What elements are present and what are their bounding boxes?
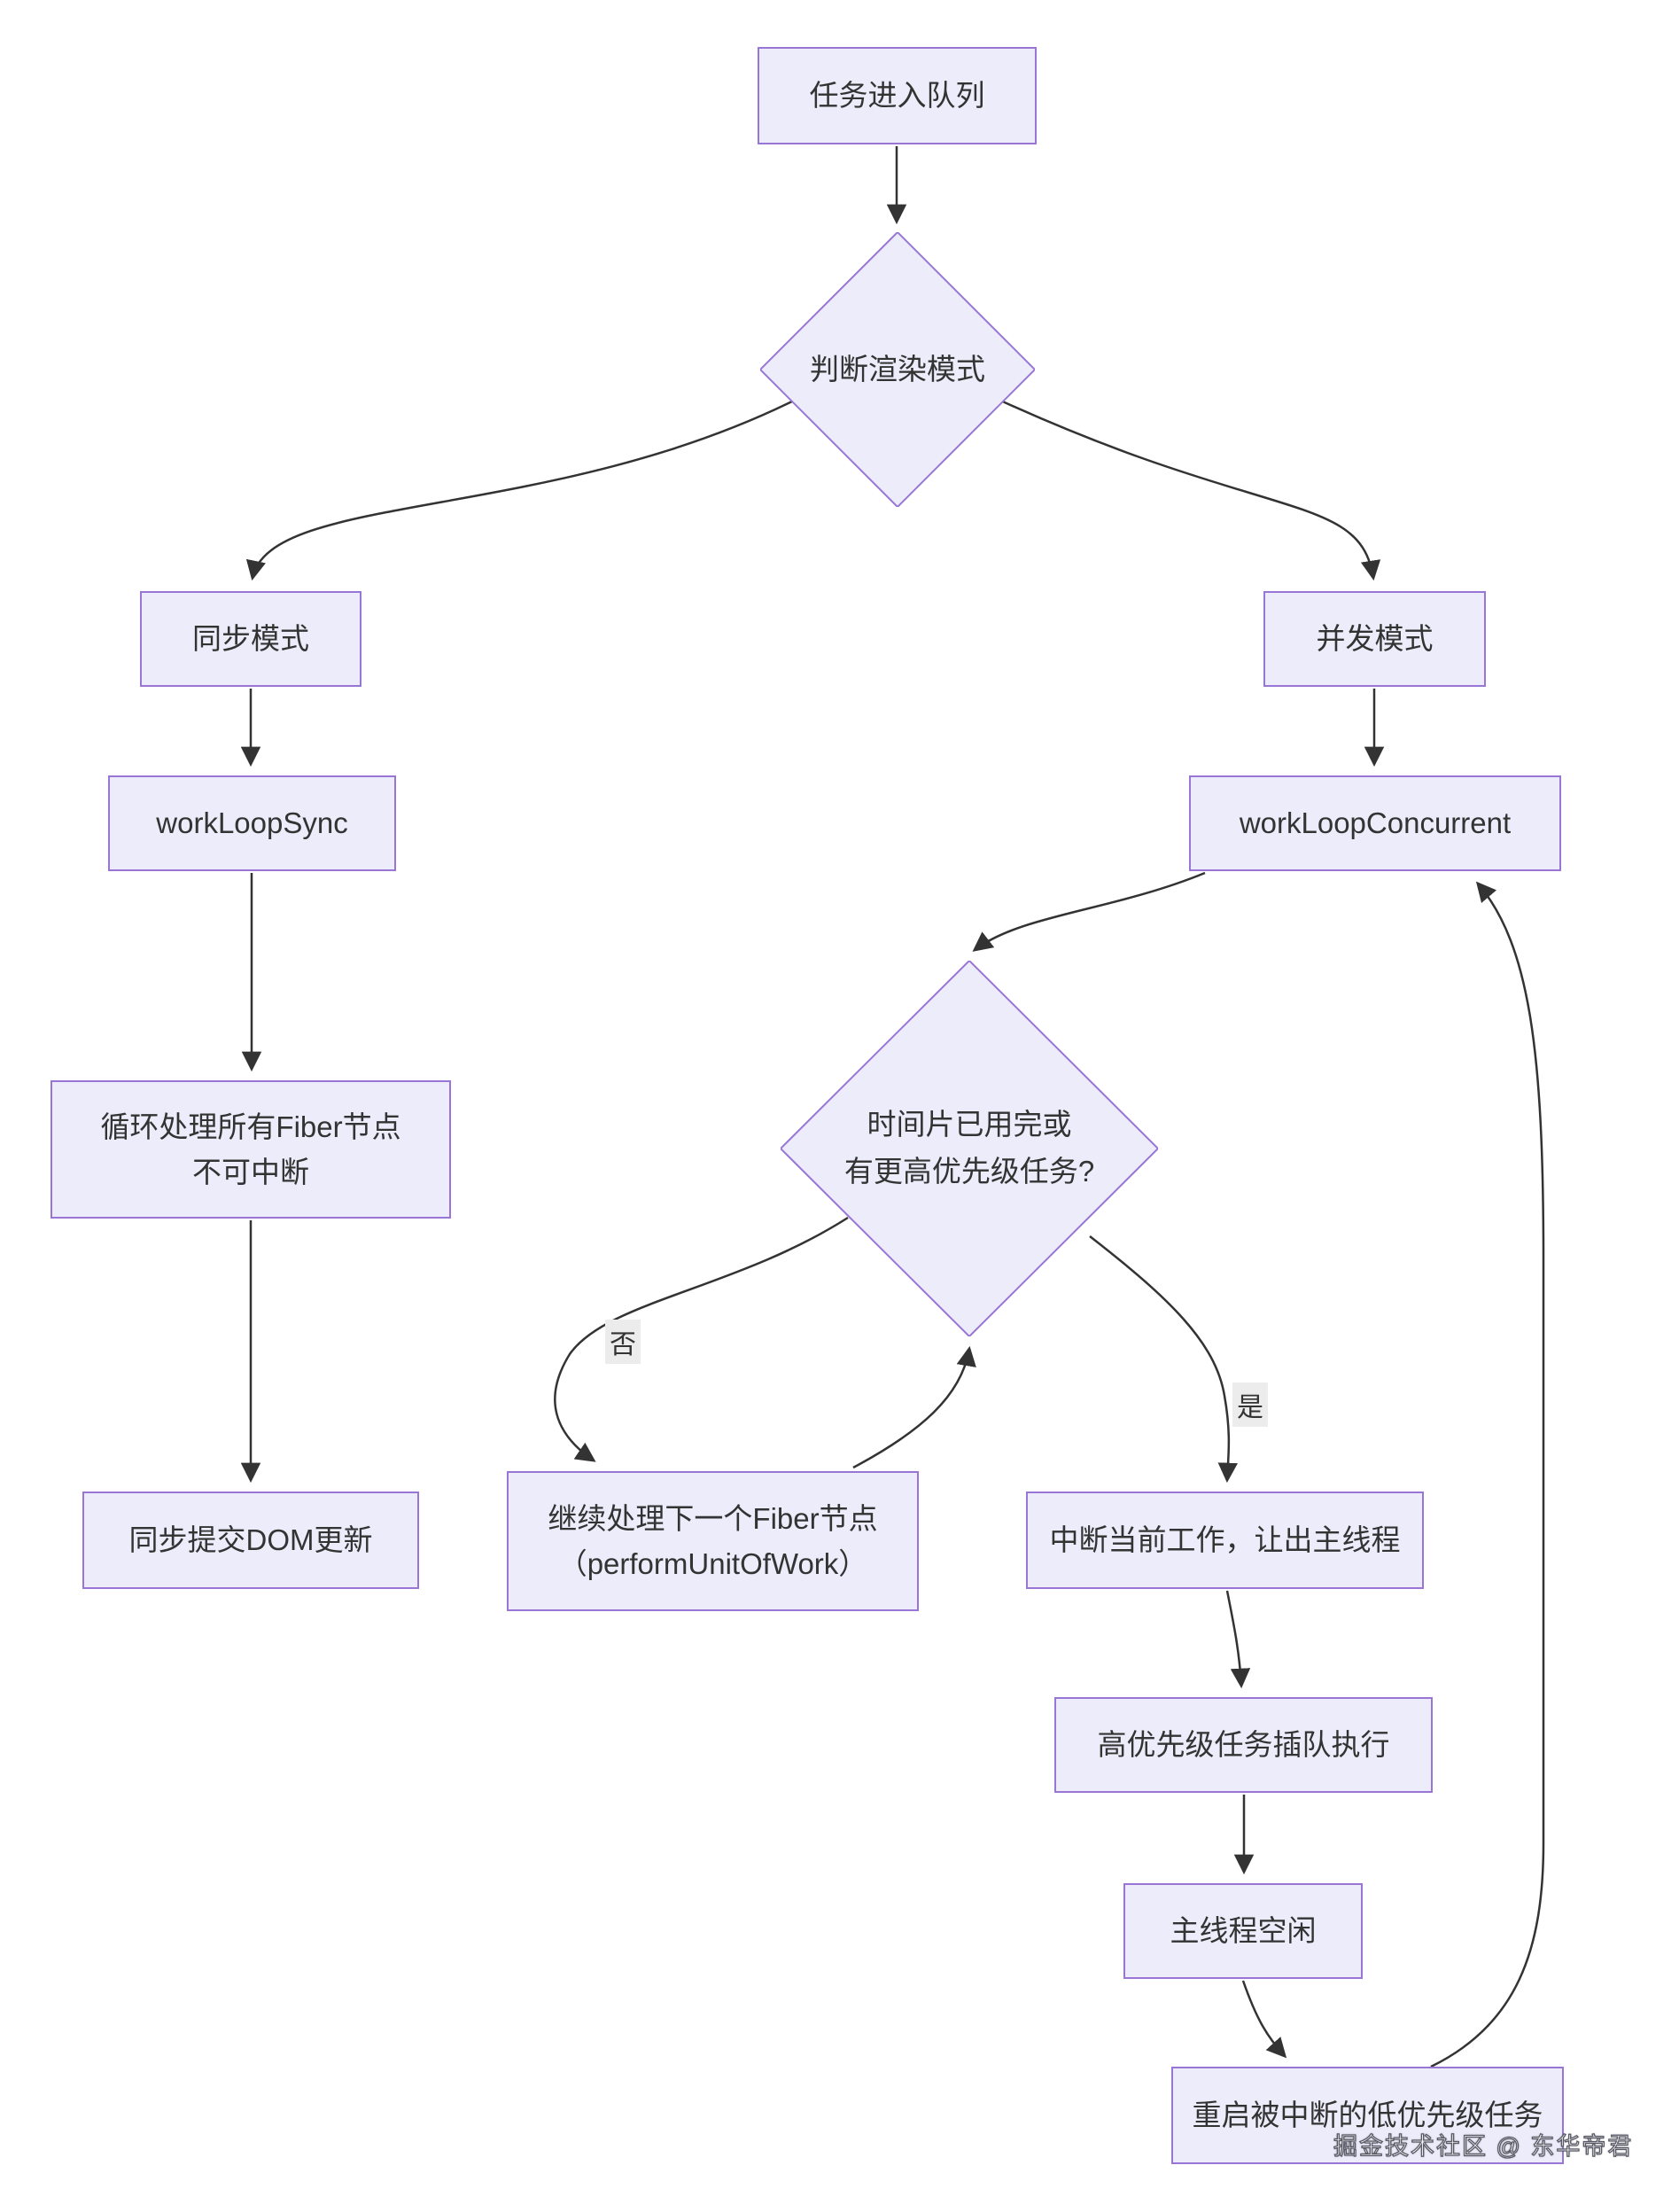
edge-mainidle-to-restart — [1241, 1980, 1287, 2059]
decision-timeslice-label: 时间片已用完或 有更高优先级任务? — [844, 1102, 1094, 1196]
node-loop-all-fiber-line1: 循环处理所有Fiber节点 — [100, 1110, 401, 1143]
node-workloopconcurrent-label: workLoopConcurrent — [1239, 806, 1512, 840]
node-interrupt-work: 中断当前工作，让出主线程 — [1026, 1492, 1424, 1589]
edge-decide-to-sync-mode — [245, 397, 798, 581]
node-workloopsync: workLoopSync — [108, 775, 396, 871]
node-loop-all-fiber: 循环处理所有Fiber节点 不可中断 — [51, 1080, 451, 1219]
node-sync-commit-dom-label: 同步提交DOM更新 — [128, 1523, 373, 1557]
edge-workloopconcurrent-to-timeslice — [972, 871, 1206, 952]
diamond-shape — [781, 961, 1158, 1336]
decision-timeslice-line2: 有更高优先级任务? — [843, 1155, 1095, 1188]
node-workloopsync-label: workLoopSync — [156, 806, 348, 840]
node-task-queue-label: 任务进入队列 — [809, 79, 985, 113]
diamond-shape — [760, 232, 1035, 507]
node-workloopconcurrent: workLoopConcurrent — [1189, 775, 1561, 871]
node-main-thread-idle-label: 主线程空闲 — [1170, 1914, 1317, 1948]
edge-interrupt-to-highpriority — [1225, 1590, 1251, 1689]
node-concurrent-mode: 并发模式 — [1263, 591, 1486, 687]
node-high-priority-task-label: 高优先级任务插队执行 — [1097, 1728, 1390, 1762]
node-sync-commit-dom: 同步提交DOM更新 — [82, 1492, 419, 1589]
node-interrupt-work-label: 中断当前工作，让出主线程 — [1049, 1523, 1401, 1557]
node-main-thread-idle: 主线程空闲 — [1123, 1883, 1363, 1979]
node-task-queue: 任务进入队列 — [758, 47, 1037, 144]
edge-continue-back-to-timeslice — [852, 1345, 976, 1469]
node-concurrent-mode-label: 并发模式 — [1316, 622, 1434, 656]
node-sync-mode: 同步模式 — [140, 591, 361, 687]
node-continue-fiber: 继续处理下一个Fiber节点 （performUnitOfWork） — [507, 1471, 919, 1611]
decision-timeslice-line1: 时间片已用完或 — [867, 1108, 1072, 1141]
watermark: 掘金技术社区 @ 东华帝君 — [1333, 2132, 1634, 2160]
node-loop-all-fiber-line2: 不可中断 — [192, 1156, 309, 1188]
node-sync-mode-label: 同步模式 — [192, 622, 309, 656]
node-high-priority-task: 高优先级任务插队执行 — [1054, 1697, 1433, 1793]
edge-decide-to-concurrent-mode — [996, 397, 1381, 581]
edge-label-yes: 是 — [1232, 1382, 1268, 1427]
edge-label-no: 否 — [605, 1320, 641, 1364]
edge-restart-back-to-workloopconcurrent — [1430, 881, 1545, 2068]
node-restart-low-priority-label: 重启被中断的低优先级任务 — [1192, 2099, 1543, 2132]
edge-timeslice-yes-to-interrupt — [1089, 1235, 1239, 1484]
node-restart-low-priority: 重启被中断的低优先级任务 — [1171, 2067, 1564, 2164]
edge-timeslice-no-to-continue — [554, 1216, 849, 1462]
node-continue-fiber-line2: （performUnitOfWork） — [557, 1547, 868, 1580]
node-continue-fiber-line1: 继续处理下一个Fiber节点 — [548, 1501, 878, 1535]
decision-render-mode-label: 判断渲染模式 — [810, 352, 985, 386]
decision-timeslice: 时间片已用完或 有更高优先级任务? — [781, 961, 1158, 1336]
decision-render-mode: 判断渲染模式 — [760, 232, 1035, 507]
